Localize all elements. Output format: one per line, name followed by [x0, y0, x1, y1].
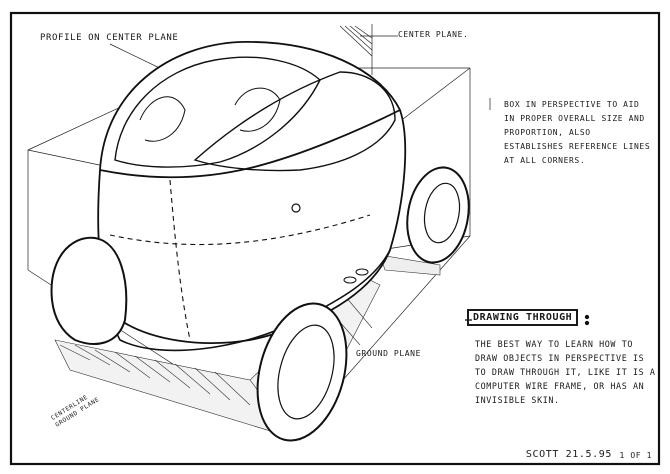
vehicle-body-lines: [97, 41, 407, 352]
note-drawing-through: DRAWING THROUGH THE BEST WAY TO LEARN HO…: [467, 307, 667, 405]
label-ground-plane: GROUND PLANE: [356, 349, 421, 358]
vehicle-wheels: [50, 166, 470, 442]
frame-border: [9, 11, 661, 466]
note-perspective-box: BOX IN PERSPECTIVE TO AID IN PROPER OVER…: [504, 100, 651, 165]
page-number: 1 OF 1: [619, 451, 652, 460]
label-profile-on-center-plane: PROFILE ON CENTER PLANE: [40, 33, 179, 43]
drawing-through-title: DRAWING THROUGH: [467, 309, 579, 326]
label-center-plane: CENTER PLANE.: [398, 30, 469, 39]
drawing-through-body: THE BEST WAY TO LEARN HOW TO DRAW OBJECT…: [475, 339, 656, 405]
artist-signature: SCOTT 21.5.95: [525, 449, 612, 460]
drawing-through-title-wrap: DRAWING THROUGH: [467, 307, 667, 329]
